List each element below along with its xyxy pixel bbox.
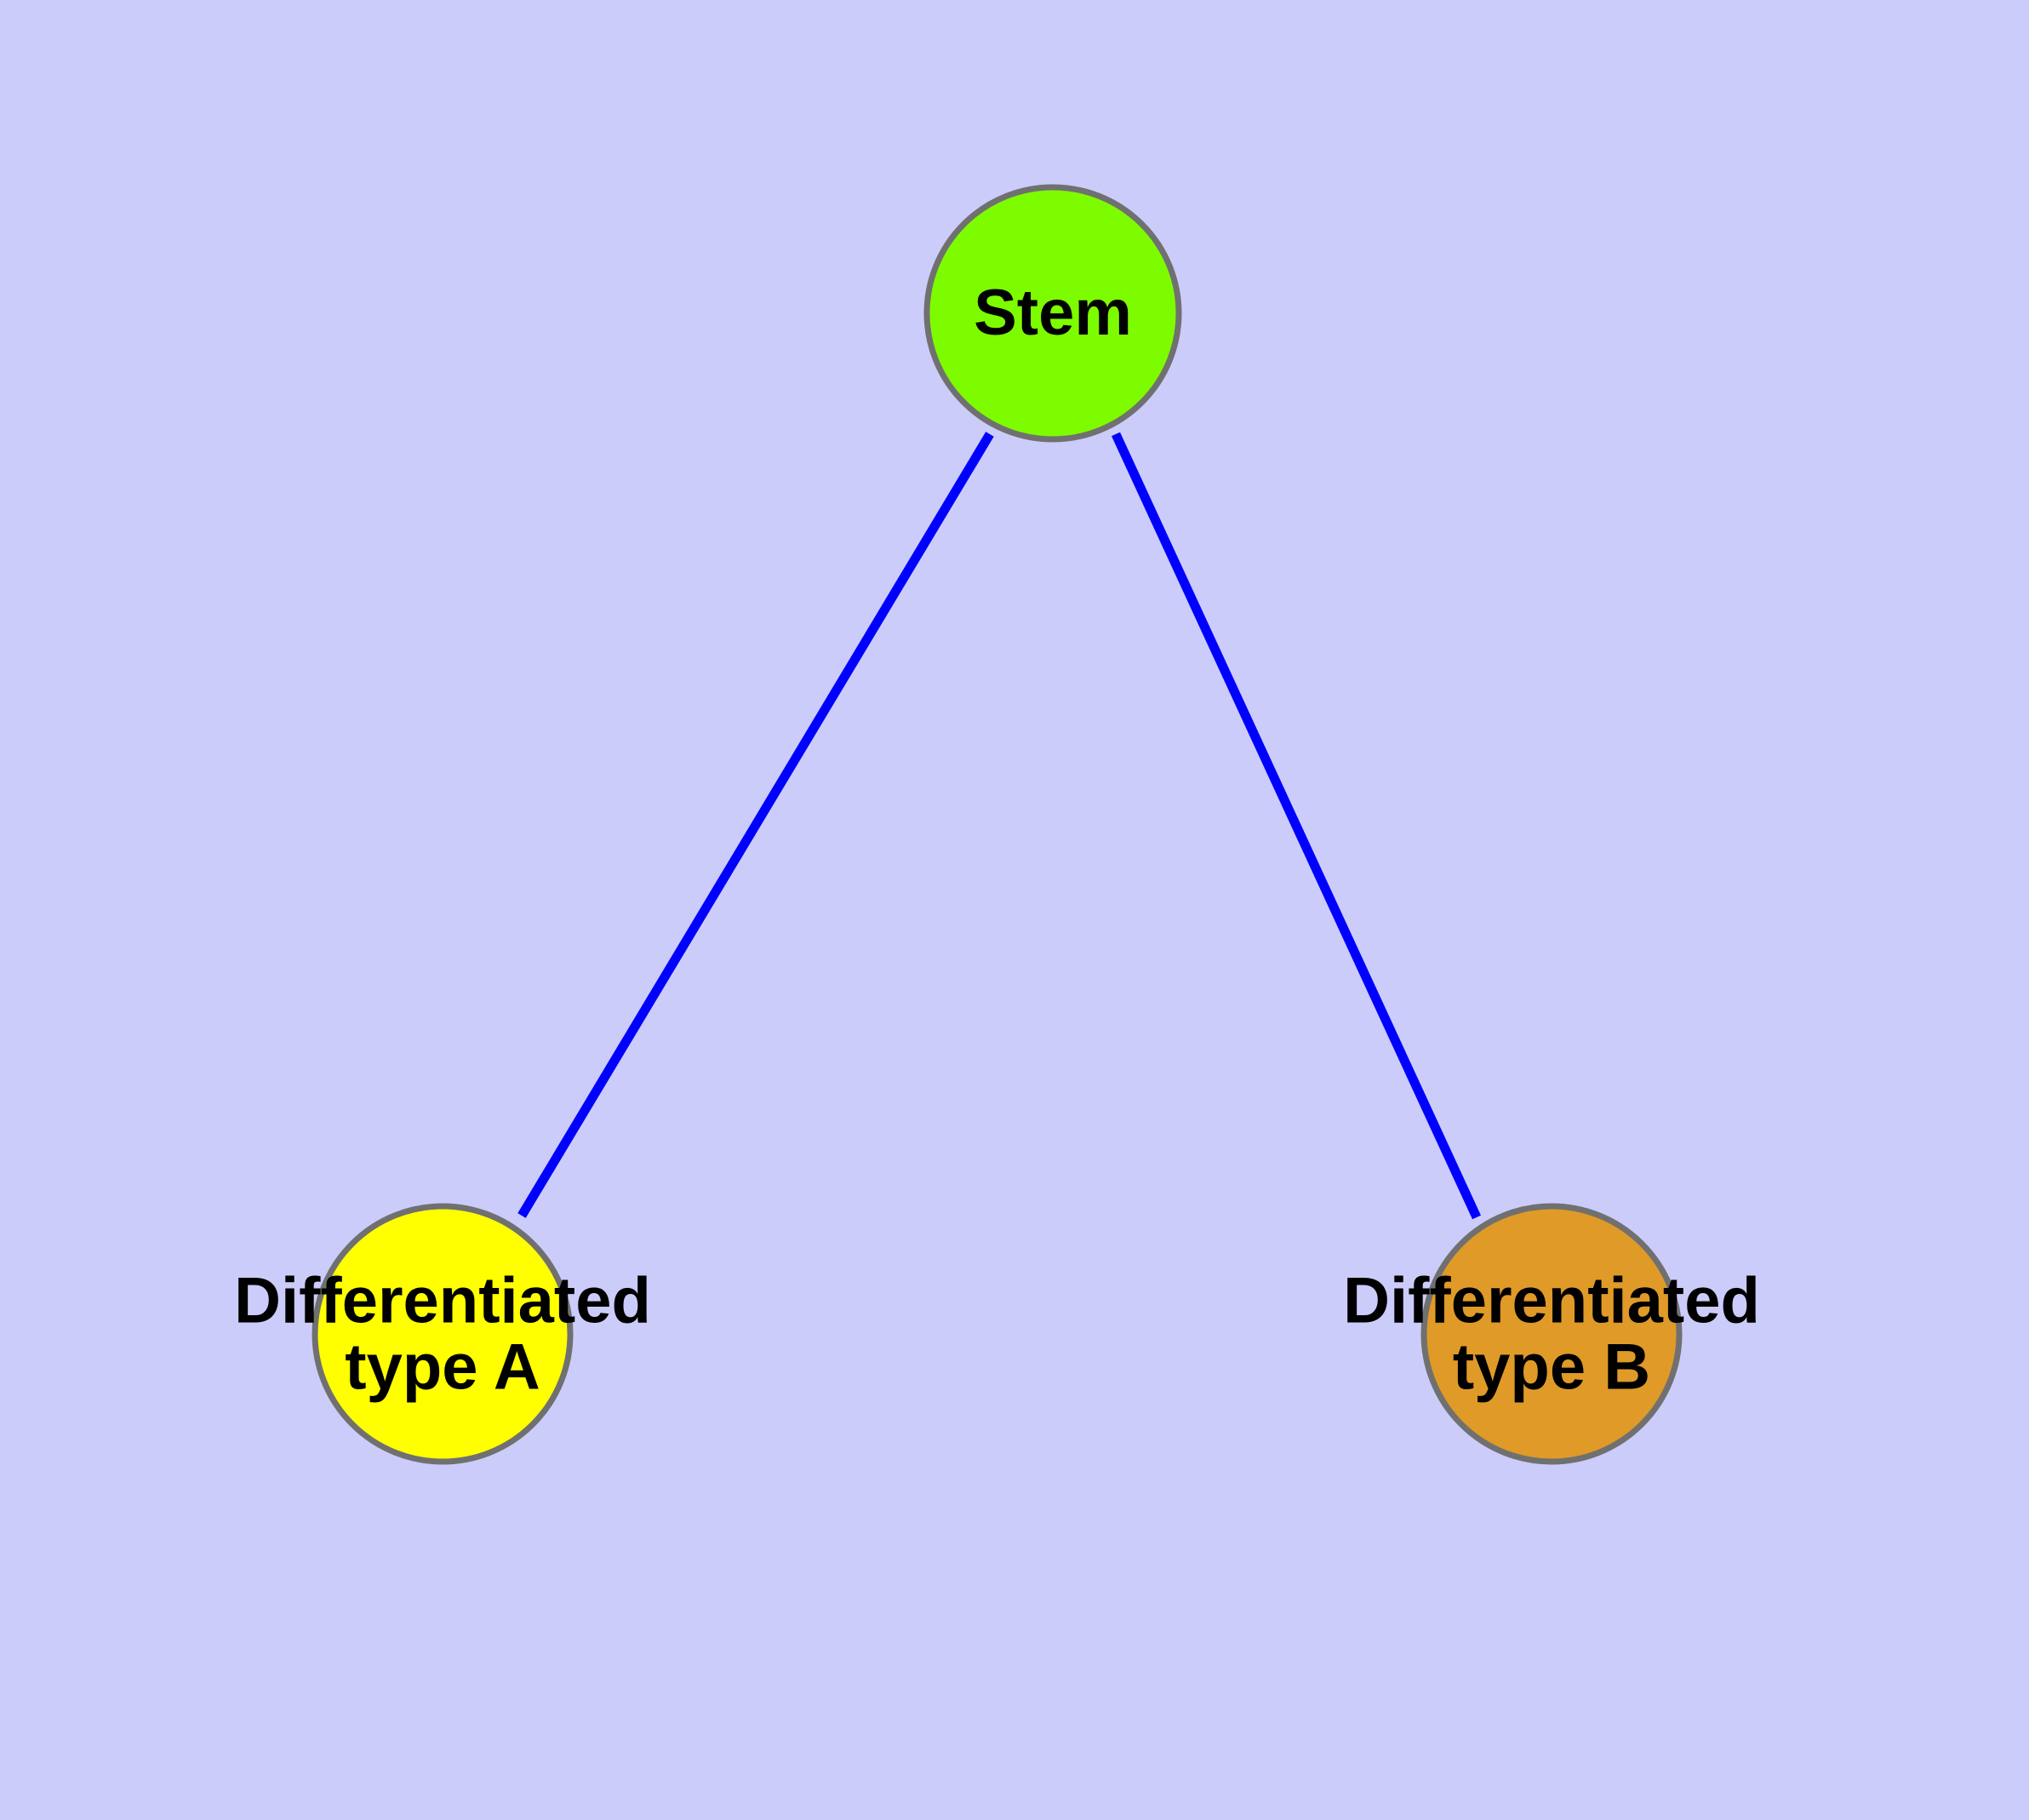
graph-node-stem[interactable] — [923, 184, 1182, 443]
graph-edge-stem-to-a — [517, 432, 994, 1218]
graph-edge-stem-to-b — [1112, 432, 1481, 1220]
graph-node-diff_a[interactable] — [311, 1203, 574, 1465]
graph-node-diff_b[interactable] — [1420, 1203, 1683, 1465]
node-layer — [311, 184, 1683, 1465]
edge-layer — [517, 432, 1481, 1220]
